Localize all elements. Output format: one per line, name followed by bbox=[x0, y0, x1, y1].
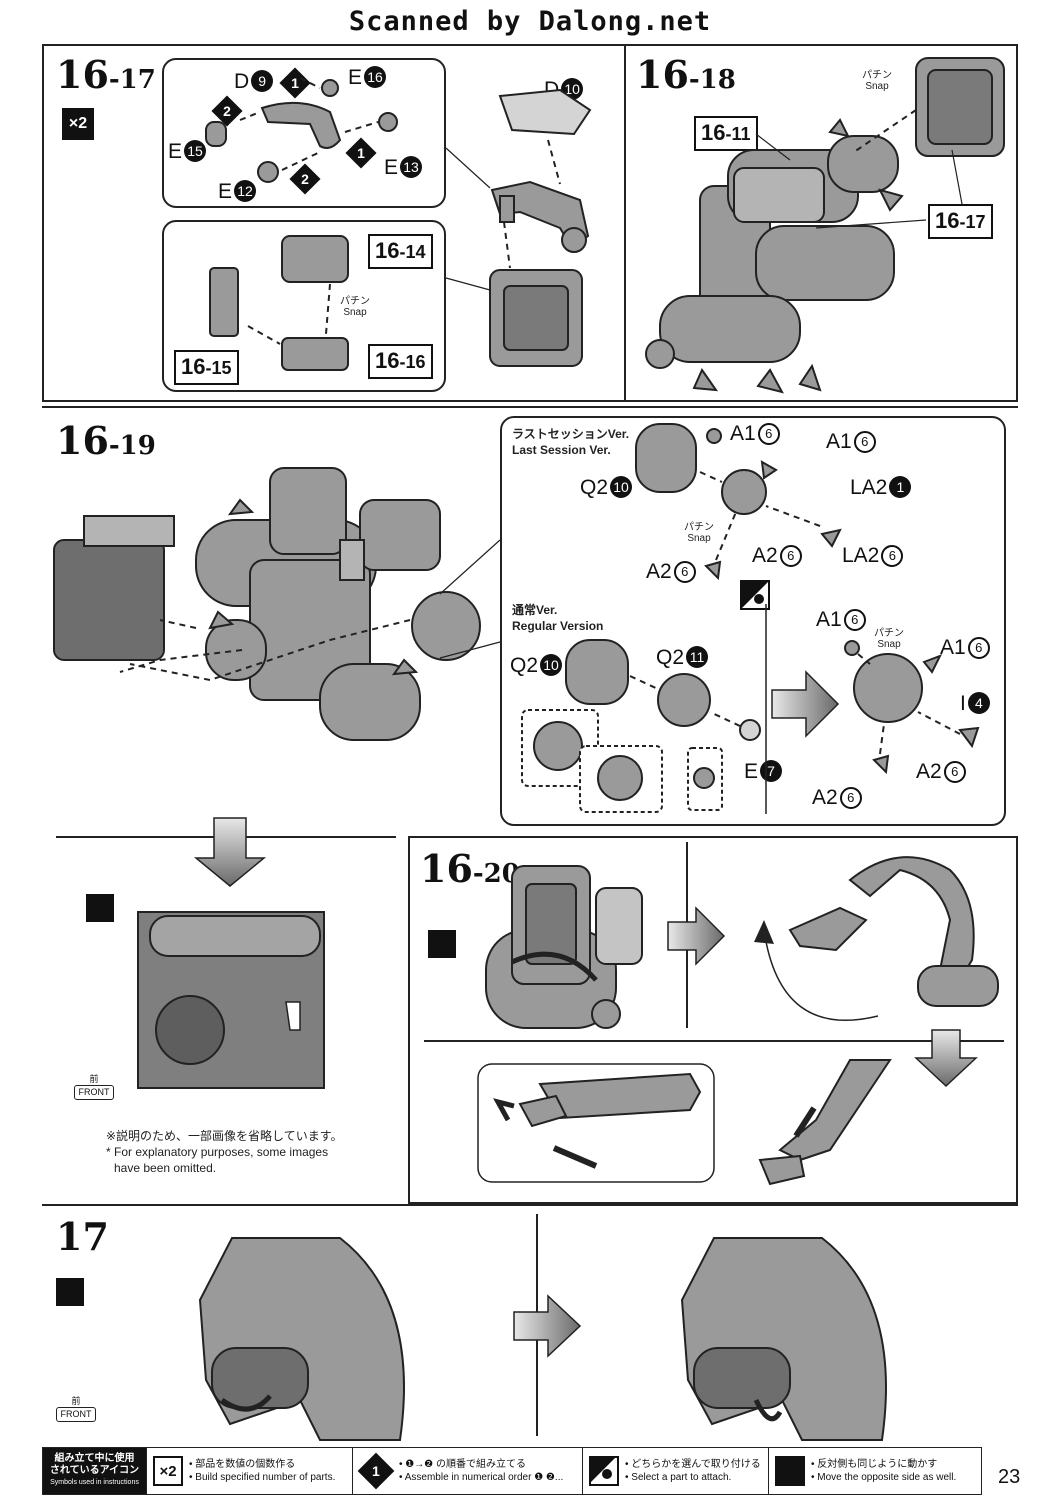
icon-legend: 組み立て中に使用 されているアイコン Symbols used in instr… bbox=[42, 1447, 982, 1495]
panel-step-16-20 bbox=[408, 836, 1018, 1204]
last-session-title: ラストセッションVer. Last Session Ver. bbox=[512, 427, 630, 457]
step-number-16-17: 16-17 bbox=[56, 52, 156, 97]
mirror-icon bbox=[86, 894, 114, 922]
mirror-icon bbox=[775, 1456, 805, 1486]
multiplier-icon: ×2 bbox=[153, 1456, 183, 1486]
divider bbox=[42, 406, 1018, 408]
select-part-icon bbox=[589, 1456, 619, 1486]
ref-16-11: 16-11 bbox=[694, 116, 758, 151]
ref-16-15: 16-15 bbox=[174, 350, 239, 385]
mirror-icon bbox=[428, 930, 456, 958]
legend-item-multiply: ×2 • 部品を数値の個数作る• Build specified number … bbox=[147, 1448, 353, 1494]
omission-note: ※説明のため、一部画像を省略しています。 * For explanatory p… bbox=[106, 1129, 343, 1175]
select-part-icon bbox=[740, 580, 770, 610]
legend-item-order: 1 • ❶→❷ の順番で組み立てる• Assemble in numerical… bbox=[353, 1448, 583, 1494]
step-number-16-18: 16-18 bbox=[636, 52, 736, 97]
front-badge: 前 FRONT bbox=[74, 1074, 114, 1100]
legend-title: 組み立て中に使用 されているアイコン Symbols used in instr… bbox=[43, 1448, 147, 1494]
multiplier-badge: ×2 bbox=[62, 108, 94, 140]
step-number-17: 17 bbox=[56, 1214, 109, 1259]
divider bbox=[424, 1040, 1004, 1042]
ref-16-17: 16-17 bbox=[928, 204, 993, 239]
scanner-header: Scanned by Dalong.net bbox=[348, 6, 712, 37]
ref-16-14: 16-14 bbox=[368, 234, 433, 269]
front-badge: 前 FRONT bbox=[56, 1396, 96, 1422]
step-number-16-19: 16-19 bbox=[56, 418, 156, 463]
mirror-icon bbox=[56, 1278, 84, 1306]
order-icon: 1 bbox=[357, 1452, 395, 1490]
panel-step-16-18 bbox=[624, 44, 1018, 402]
divider bbox=[42, 1204, 1018, 1206]
regular-title: 通常Ver. Regular Version bbox=[512, 603, 604, 633]
legend-item-mirror: • 反対側も同じように動かす• Move the opposite side a… bbox=[769, 1448, 981, 1494]
legend-item-select: • どちらかを選んで取り付ける• Select a part to attach… bbox=[583, 1448, 769, 1494]
ref-16-16: 16-16 bbox=[368, 344, 433, 379]
page-number: 23 bbox=[998, 1466, 1021, 1488]
